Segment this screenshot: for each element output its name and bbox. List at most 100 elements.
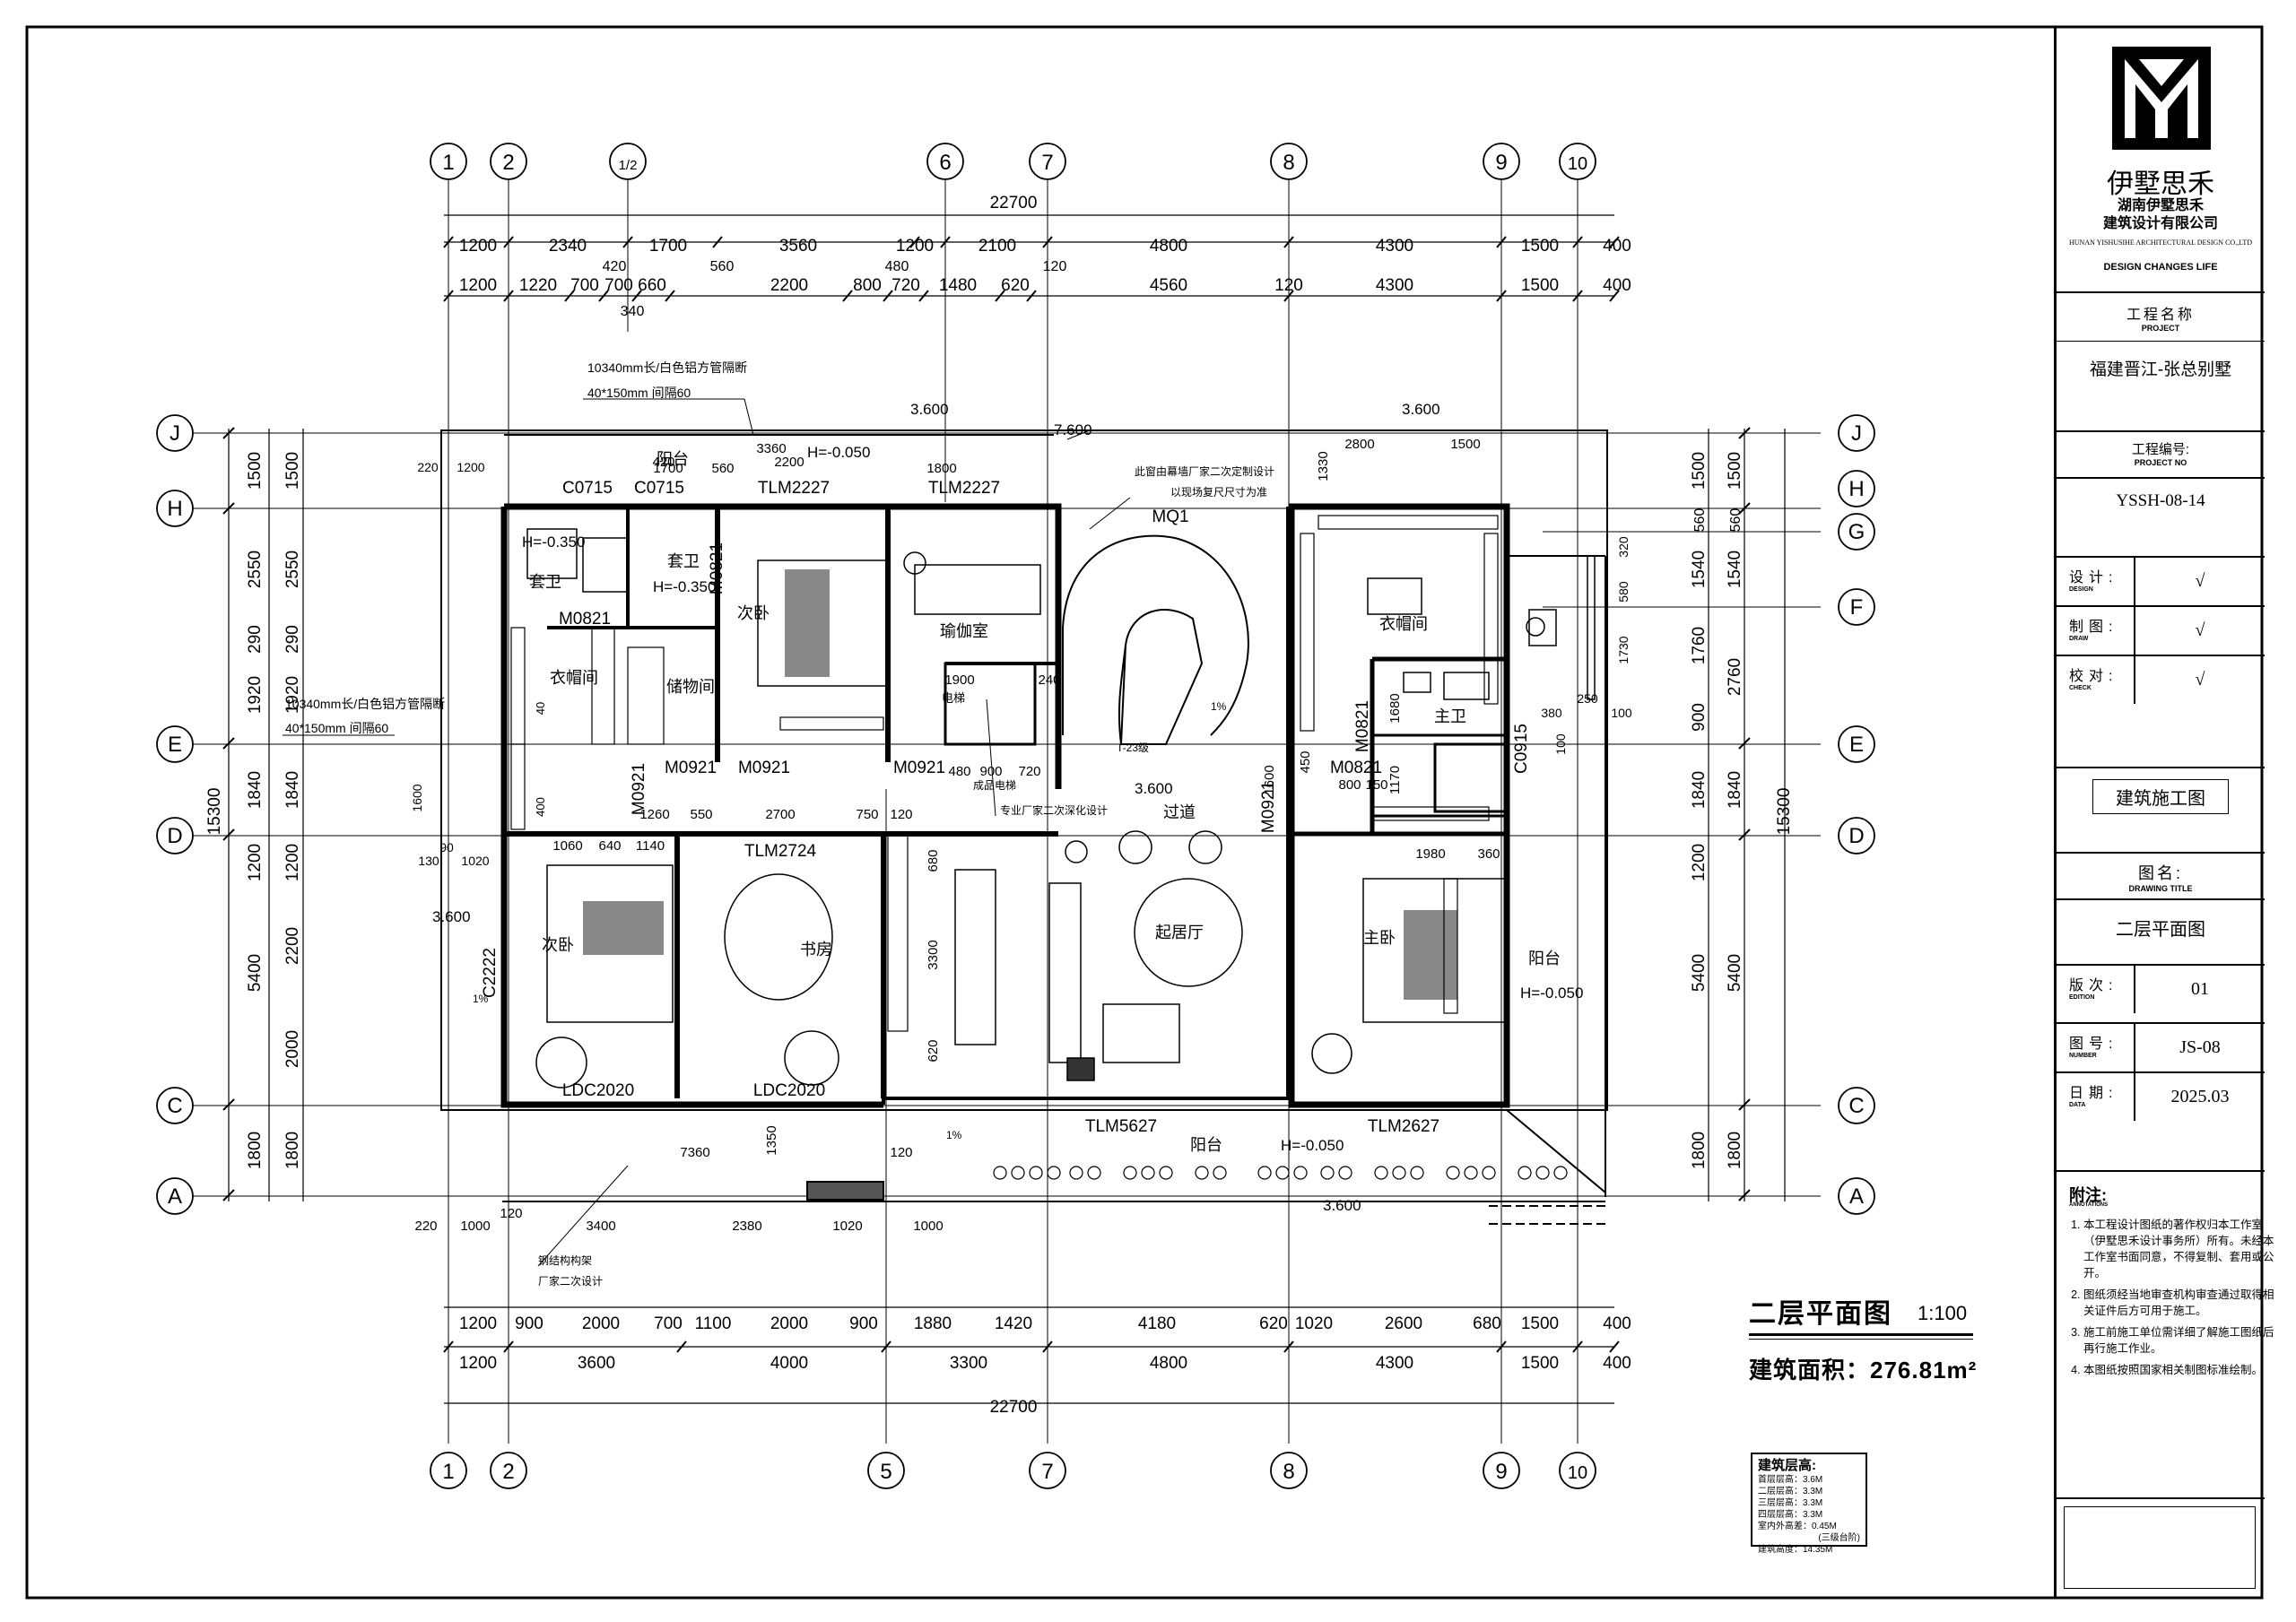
draw-row: 制图:DRAW √ (2057, 605, 2265, 655)
room-name: 瑜伽室 (940, 622, 988, 640)
axis-top: 10 (1568, 154, 1587, 174)
stage-cell: 建筑施工图 (2057, 767, 2265, 825)
axis-top: 2 (502, 151, 514, 175)
interior-dim: 1260 (639, 807, 669, 822)
opening-tag: TLM2227 (758, 479, 830, 498)
stamp-area (2064, 1506, 2256, 1589)
dimension-texts: 22700 22700 1200 2340 1700 3560 1200 210… (205, 194, 1794, 1417)
title-label: 图名: (2137, 864, 2183, 882)
design-key: 设计:DESIGN (2057, 558, 2135, 605)
dim-bottom-misc: 3400 (586, 1219, 615, 1234)
dim-bottom2: 3600 (578, 1354, 615, 1373)
axis-bottom: 9 (1495, 1460, 1507, 1484)
annotation: T-23级 (1117, 742, 1149, 754)
annotation: 成品电梯 (973, 779, 1016, 792)
dim-top1: 1500 (1521, 237, 1559, 256)
axis-right: F (1850, 595, 1864, 620)
dim-right-misc: 100 (1611, 706, 1632, 720)
interior-dim: 680 (926, 849, 941, 872)
sheet-border (25, 25, 2264, 1600)
room-name: 衣帽间 (1379, 615, 1428, 633)
dim-bottom1: 1880 (914, 1314, 952, 1333)
dim-top1: 3560 (779, 237, 817, 256)
interior-dim: 150 (1365, 777, 1387, 793)
dim-bottom2: 1500 (1521, 1354, 1559, 1373)
dim-bottom2: 1200 (459, 1354, 497, 1373)
dim-top2: 660 (638, 276, 666, 295)
number-value: JS-08 (2179, 1037, 2221, 1057)
check-row: 校对:CHECK √ (2057, 655, 2265, 704)
check-check: √ (2195, 670, 2205, 690)
dim-right-misc: 320 (1616, 536, 1631, 558)
level-mark: 3.600 (432, 908, 471, 925)
opening-tag: LDC2020 (753, 1081, 825, 1100)
axis-right: G (1848, 520, 1866, 544)
number-en: NUMBER (2069, 1053, 2097, 1059)
floor-height-line: 室内外高差：0.45M (1758, 1522, 1837, 1531)
date-row: 日期:DATA 2025.03 (2057, 1071, 2265, 1121)
floor-height-line: 三层层高：3.3M (1758, 1498, 1823, 1508)
annotations-panel: 附注: ANNOTATIONS 本工程设计图纸的著作权归本工作室（伊墅思禾设计事… (2057, 1170, 2274, 1497)
dim-top2: 700 (604, 276, 633, 295)
drawing-stage: 建筑施工图 (2092, 779, 2229, 814)
edition-key: 版次:EDITION (2057, 966, 2135, 1013)
number-key: 图号:NUMBER (2057, 1024, 2135, 1071)
design-check: √ (2195, 571, 2205, 591)
level-mark: 3.600 (1323, 1197, 1361, 1214)
annotation: 40*150mm 间隔60 (587, 386, 691, 400)
floor-height-heading: 建筑层高: (1758, 1458, 1816, 1473)
dim-right: 1540 (1690, 551, 1709, 588)
staircase (1062, 534, 1249, 745)
dim-bottom1: 1020 (1295, 1314, 1333, 1333)
title-underline-thin (1749, 1339, 1973, 1340)
dim-bottom1: 1100 (695, 1314, 732, 1333)
dim-bottom1: 900 (515, 1314, 544, 1333)
opening-tag: M0921 (1259, 781, 1278, 833)
dim-left-inner: 290 (283, 625, 302, 654)
leaders (283, 398, 1131, 1267)
dim-bottom-misc: 1020 (832, 1219, 862, 1234)
title-block: 伊墅思禾 湖南伊墅思禾 建筑设计有限公司 HUNAN YISHUSIHE ARC… (2054, 27, 2274, 1598)
interior-dim: 2200 (774, 455, 804, 470)
floor-height-line: 二层层高：3.3M (1758, 1487, 1823, 1496)
dim-top-misc: 120 (1043, 259, 1067, 274)
axis-top: 6 (939, 151, 951, 175)
dim-top1: 4300 (1376, 237, 1413, 256)
project-name-cell: 福建晋江-张总别墅 (2057, 341, 2265, 395)
project-name: 福建晋江-张总别墅 (2089, 360, 2232, 379)
dim-left: 1200 (246, 844, 265, 881)
dim-top1: 400 (1603, 237, 1631, 256)
dim-right-misc: 580 (1616, 581, 1631, 603)
axis-bottom: 5 (880, 1460, 891, 1484)
project-label-en: PROJECT (2141, 324, 2180, 333)
axis-top: 9 (1495, 151, 1507, 175)
dim-top1: 1700 (649, 237, 687, 256)
opening-tag: TLM2627 (1368, 1117, 1439, 1136)
level-mark: H=-0.350 (522, 533, 585, 551)
interior-dim: 1170 (1387, 766, 1403, 794)
axis-right: C (1848, 1094, 1864, 1118)
check-label: 校对: (2069, 669, 2118, 684)
axis-bottom: 10 (1568, 1463, 1587, 1483)
dim-right: 1200 (1690, 844, 1709, 881)
floor-area: 建筑面积：276.81m² (1749, 1357, 1978, 1383)
opening-tag: TLM2227 (928, 479, 1000, 498)
axis-top: 1/2 (619, 158, 638, 173)
draw-check: √ (2195, 620, 2205, 640)
room-name: 次卧 (542, 936, 574, 954)
opening-tag: M0821 (1330, 759, 1382, 777)
projno-cell: YSSH-08-14 (2057, 477, 2265, 526)
dim-bottom2: 4800 (1150, 1354, 1187, 1373)
dim-right-inner: 1840 (1726, 771, 1744, 809)
note-item: 本图纸按照国家相关制图标准绘制。 (2083, 1362, 2276, 1378)
title-underline (1749, 1333, 1973, 1336)
dimension-ticks (222, 236, 1751, 1353)
interior-dim: 2800 (1344, 437, 1374, 452)
dim-left-misc: 1020 (461, 854, 489, 868)
dim-left: 2550 (246, 551, 265, 588)
dim-bottom-misc: 120 (890, 1145, 912, 1160)
slogan: DESIGN CHANGES LIFE (2103, 262, 2218, 273)
balconies (502, 434, 1606, 1225)
level-mark: H=-0.050 (1520, 984, 1583, 1002)
